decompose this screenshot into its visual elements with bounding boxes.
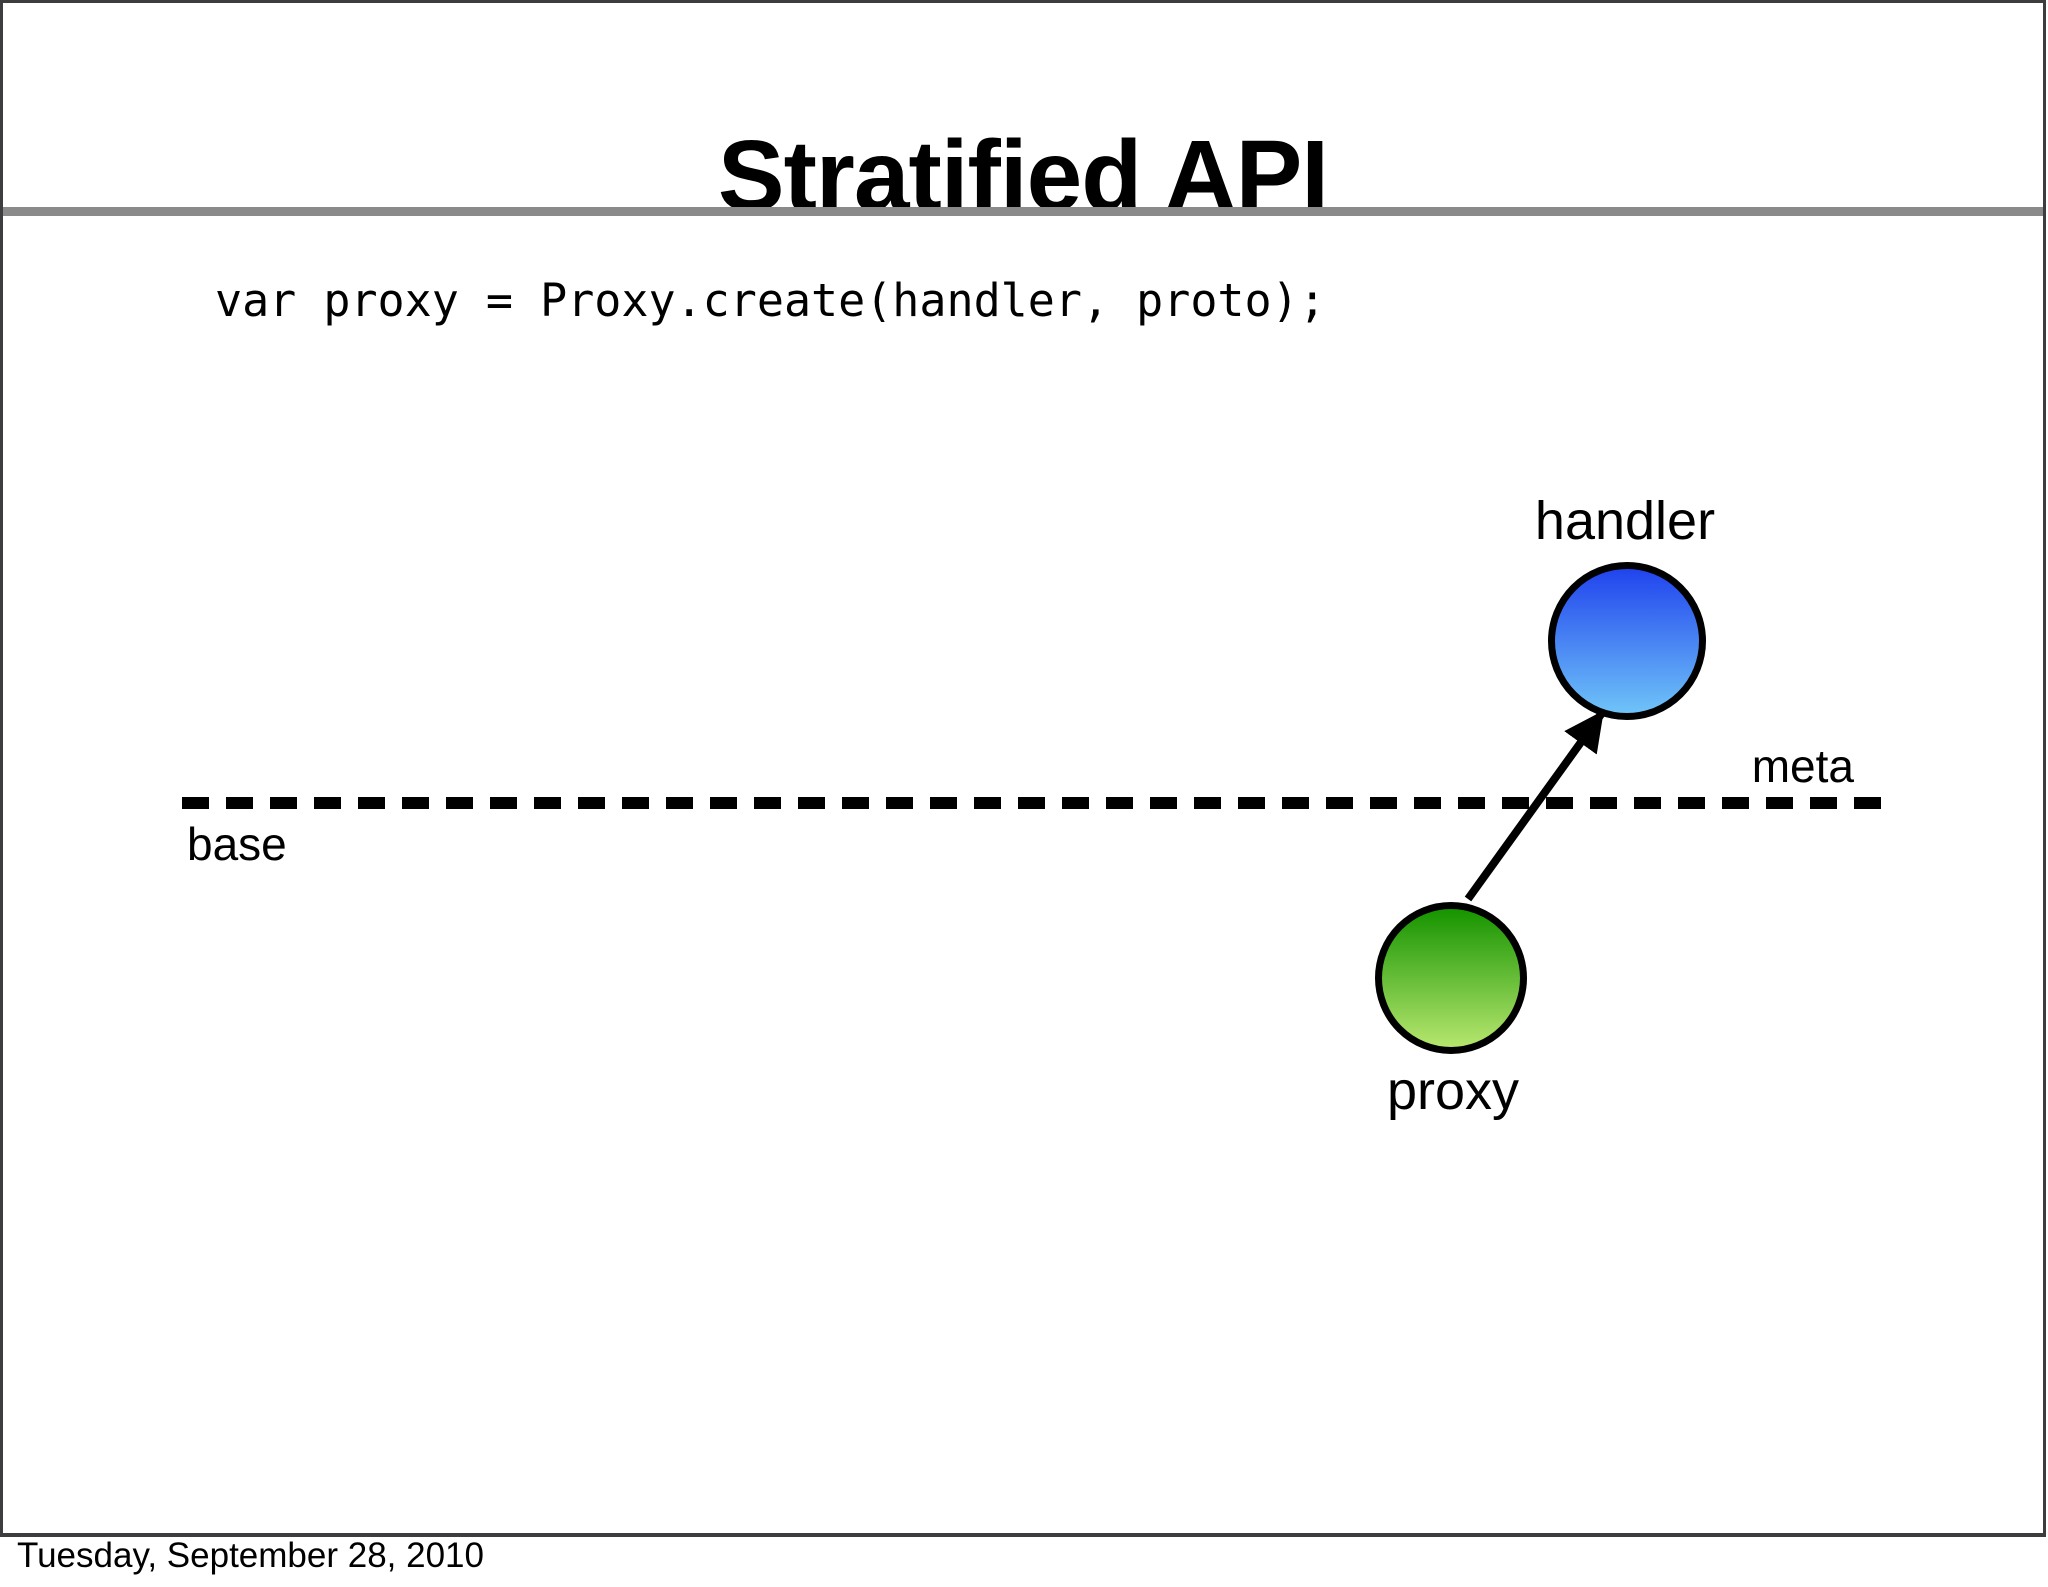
slide-date: Tuesday, September 28, 2010 bbox=[17, 1536, 484, 1575]
slide-border-bottom bbox=[0, 1533, 2046, 1537]
slide-border-right bbox=[2043, 0, 2046, 1537]
proxy-to-handler-arrow bbox=[1464, 710, 1606, 902]
handler-node-circle bbox=[1548, 562, 1706, 720]
title-divider-rule bbox=[3, 207, 2043, 216]
slide-border-top bbox=[0, 0, 2046, 3]
proxy-node-circle bbox=[1375, 902, 1527, 1054]
base-label: base bbox=[187, 818, 287, 870]
meta-label: meta bbox=[1751, 740, 1854, 792]
code-line: var proxy = Proxy.create(handler, proto)… bbox=[215, 274, 1326, 327]
slide-border-left bbox=[0, 0, 3, 1537]
proxy-label: proxy bbox=[1386, 1061, 1520, 1121]
handler-label: handler bbox=[1534, 491, 1716, 551]
